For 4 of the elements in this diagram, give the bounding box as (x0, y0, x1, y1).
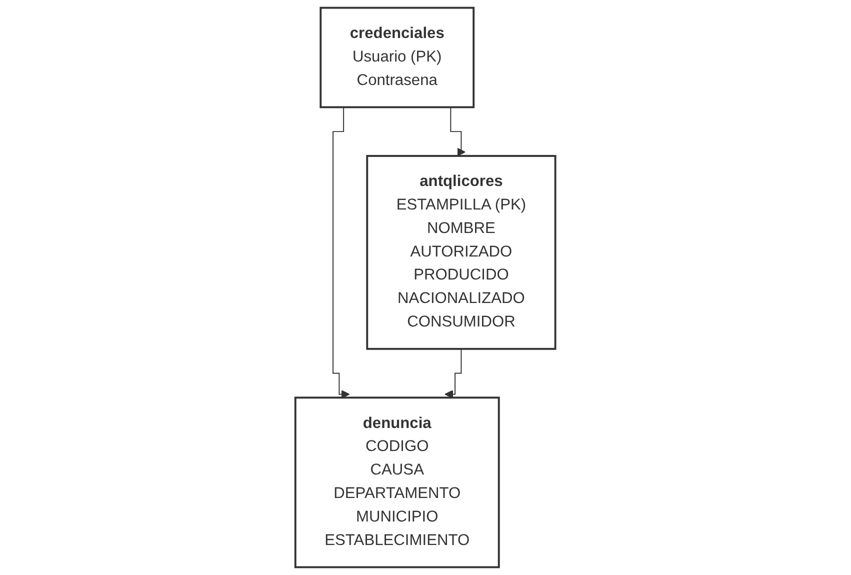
node-box: denuncia CODIGO CAUSA DEPARTAMENTO MUNICIPIO ESTABLECIMIENTO (294, 396, 500, 568)
node-box: antqlicores ESTAMPILLA (PK) NOMBRE AUTORIZADO PRODUCIDO NACIONALIZADO CONSUMIDOR (366, 154, 556, 350)
arrow (444, 348, 462, 399)
node-box: credenciales Usuario (PK) Contrasena (320, 6, 475, 108)
